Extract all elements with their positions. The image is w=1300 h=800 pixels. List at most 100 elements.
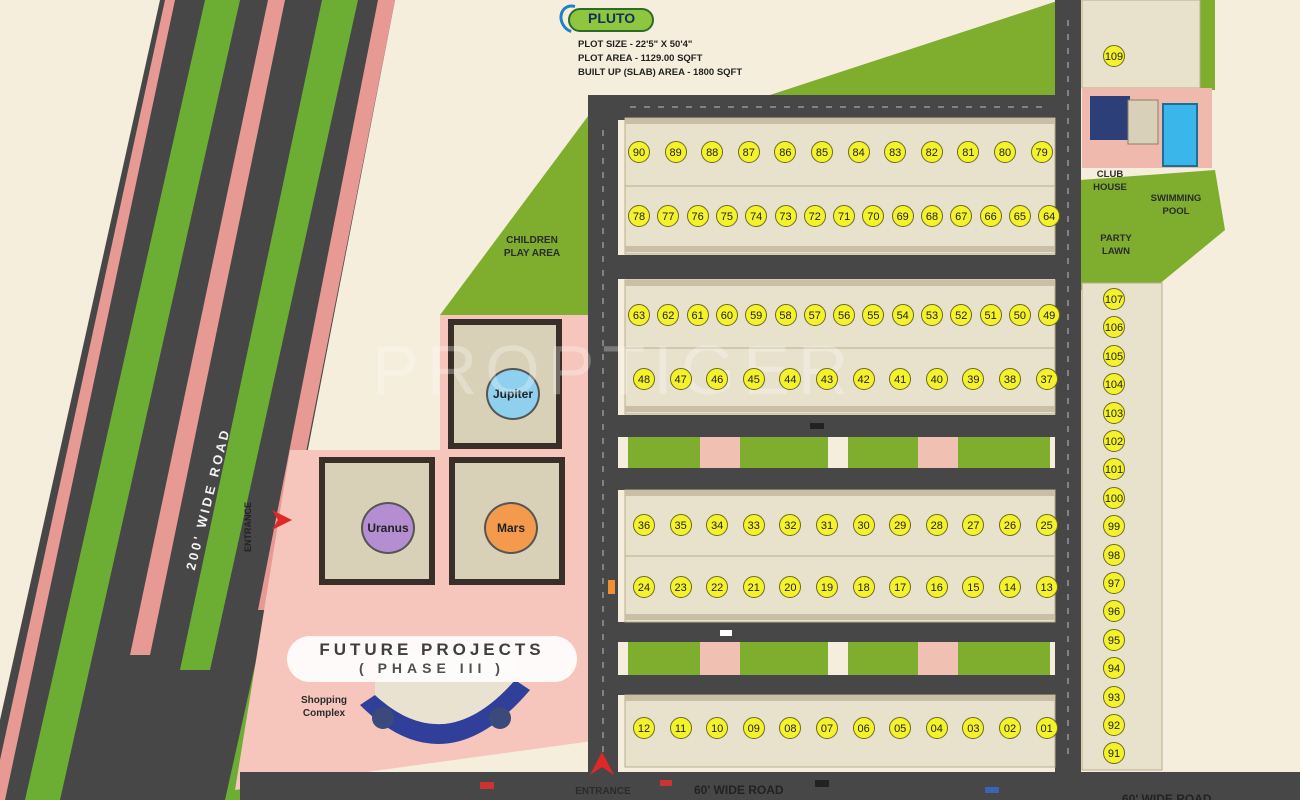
plot-number-marker: 95: [1103, 628, 1125, 651]
plot-number-marker: 75: [715, 205, 738, 227]
plot-number-marker: 11: [669, 717, 692, 739]
shopping-complex-arc: [360, 680, 530, 745]
green-edge-right: [1200, 0, 1215, 90]
swimming-pool: [1162, 103, 1198, 167]
plot-number-marker: 37: [1035, 368, 1058, 390]
plot-number-marker: 17: [889, 576, 912, 598]
plot-number-marker: 72: [803, 205, 826, 227]
plot-number-marker: 54: [891, 304, 914, 326]
bottom-road-label: 60' WIDE ROAD: [694, 783, 784, 797]
plot-number-marker: 76: [686, 205, 709, 227]
plot-number-marker: 22: [706, 576, 729, 598]
plot-number-marker: 21: [742, 576, 765, 598]
plot-number-marker: 77: [657, 205, 680, 227]
plot-number-marker: 52: [950, 304, 973, 326]
plot-number-marker: 74: [745, 205, 768, 227]
road-median-left: [25, 0, 240, 800]
plot-number-marker: 79: [1030, 141, 1053, 163]
internal-road-6: [618, 675, 1058, 695]
plot-number-marker: 70: [862, 205, 885, 227]
plot-number-marker: 30: [852, 514, 875, 536]
roof-stripes: [625, 118, 1055, 701]
plot-number-marker: 92: [1103, 714, 1125, 736]
plot-number-marker: 44: [779, 368, 802, 390]
tower-jupiter-label: Jupiter: [486, 368, 540, 420]
plot-number-marker: 09: [742, 717, 765, 739]
plot-number-marker: 91: [1103, 742, 1125, 765]
road-divider-pink: [130, 0, 285, 655]
plot-number-marker: 02: [999, 717, 1021, 739]
future-projects-banner: FUTURE PROJECTS ( PHASE III ): [287, 636, 577, 682]
block-109: [1081, 0, 1201, 89]
garden-path-1: [700, 437, 740, 468]
plot-number-marker: 40: [925, 368, 948, 390]
plot-number-marker: 25: [1035, 514, 1058, 536]
plot-number-marker: 18: [852, 576, 875, 598]
plot-number-marker: 03: [962, 717, 985, 739]
plot-number-marker: 07: [816, 717, 838, 739]
plot-number-marker: 106: [1103, 316, 1125, 339]
plot-number-marker: 109: [1103, 45, 1125, 67]
plot-number-marker: 55: [862, 304, 885, 326]
plot-number-marker: 65: [1008, 205, 1031, 227]
plot-number-marker: 27: [962, 514, 985, 536]
project-logo: PLUTO: [554, 0, 656, 39]
road-median-right: [180, 0, 358, 670]
plot-number-marker: 19: [816, 576, 838, 598]
entrance-arrow-bottom: [590, 752, 614, 775]
project-name: PLUTO: [588, 10, 636, 26]
plot-number-marker: 80: [994, 141, 1016, 163]
plot-number-marker: 97: [1103, 572, 1125, 594]
plot-number-marker: 01: [1035, 717, 1058, 739]
tower-jupiter-footprint: [448, 319, 562, 449]
shopping-dome-left: [372, 707, 394, 729]
plot-number-marker: 26: [999, 514, 1021, 536]
garden-path-2: [918, 437, 958, 468]
garden-path-3: [700, 642, 740, 675]
plot-number-marker: 05: [889, 717, 912, 739]
club-house-building: [1090, 96, 1130, 140]
plot-number-marker: 85: [811, 141, 833, 163]
plot-number-marker: 29: [889, 514, 912, 536]
car: [480, 782, 494, 789]
plot-number-marker: 107: [1103, 288, 1125, 310]
plot-number-marker: 12: [633, 717, 655, 739]
plot-number-marker: 89: [664, 141, 687, 163]
club-house-annex: [1127, 99, 1159, 145]
plot-number-marker: 23: [669, 576, 692, 598]
spec-plot-area: PLOT AREA - 1129.00 SQFT: [578, 53, 703, 64]
bottom-right-road-label: 60' WIDE ROAD: [1122, 792, 1212, 800]
entrance-arrow-left: [272, 510, 292, 530]
plot-number-marker: 86: [774, 141, 797, 163]
future-projects-title: FUTURE PROJECTS: [319, 640, 545, 659]
plot-number-marker: 20: [779, 576, 802, 598]
plot-number-marker: 105: [1103, 344, 1125, 367]
plot-number-marker: 60: [715, 304, 738, 326]
plot-number-marker: 66: [979, 205, 1002, 227]
plot-number-marker: 62: [657, 304, 680, 326]
car: [810, 423, 824, 429]
plot-number-marker: 15: [962, 576, 985, 598]
plot-specifications: PLOT SIZE - 22'5" X 50'4" PLOT AREA - 11…: [578, 38, 742, 80]
internal-road-3: [618, 415, 1058, 437]
road-60ft-bottom: [240, 772, 1300, 800]
watermark: PROPTIGER: [372, 331, 857, 409]
road-edge-left: [0, 0, 175, 800]
plot-number-marker: 73: [774, 205, 797, 227]
plot-number-marker: 78: [628, 205, 650, 227]
plot-number-marker: 51: [979, 304, 1002, 326]
children-play-area-label: CHILDREN PLAY AREA: [503, 235, 561, 259]
car: [720, 630, 732, 636]
plot-number-marker: 24: [633, 576, 655, 598]
plot-number-marker: 32: [779, 514, 802, 536]
plot-number-marker: 42: [852, 368, 875, 390]
plot-number-marker: 13: [1035, 576, 1058, 598]
plot-number-marker: 68: [921, 205, 943, 227]
plot-number-marker: 104: [1103, 373, 1125, 396]
plot-number-marker: 46: [706, 368, 729, 390]
plot-number-marker: 47: [669, 368, 692, 390]
plot-number-marker: 81: [957, 141, 980, 163]
plot-number-marker: 102: [1103, 430, 1125, 452]
plot-number-marker: 90: [628, 141, 650, 163]
